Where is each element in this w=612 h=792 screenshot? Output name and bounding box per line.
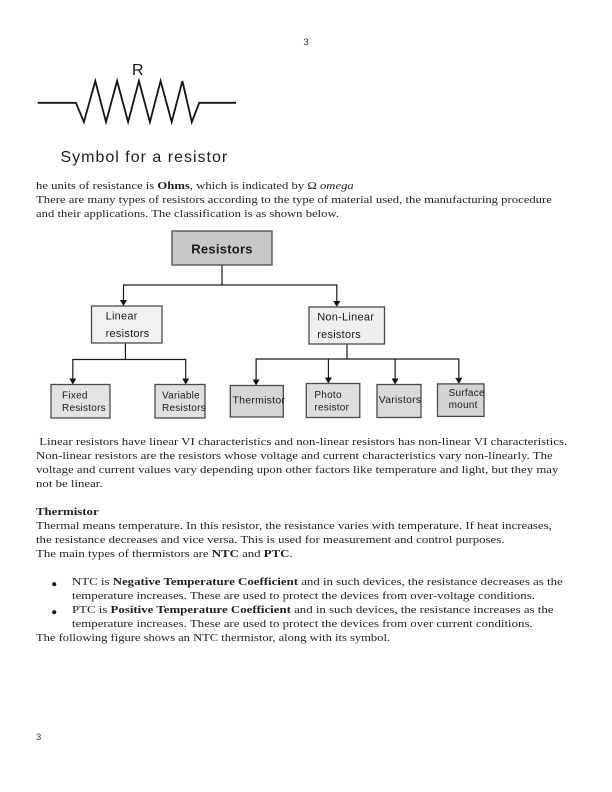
svg-text:resistor: resistor	[314, 403, 349, 414]
svg-text:Linear: Linear	[106, 311, 138, 323]
svg-text:Surface: Surface	[449, 388, 485, 399]
svg-text:Symbol for a resistor: Symbol for a resistor	[61, 149, 229, 166]
svg-text:Non-Linear: Non-Linear	[317, 312, 374, 324]
svg-text:Varistors: Varistors	[379, 395, 421, 406]
svg-text:Resistors: Resistors	[191, 242, 253, 257]
svg-text:Resistors: Resistors	[62, 403, 106, 414]
svg-text:Fixed: Fixed	[62, 391, 88, 402]
svg-text:resistors: resistors	[317, 329, 361, 341]
svg-text:Variable: Variable	[162, 391, 200, 402]
svg-text:resistors: resistors	[106, 328, 150, 340]
svg-text:Thermistor: Thermistor	[233, 395, 286, 407]
svg-text:Resistors: Resistors	[162, 403, 206, 414]
svg-text:Photo: Photo	[314, 390, 342, 401]
svg-text:mount: mount	[449, 400, 478, 411]
svg-text:R: R	[132, 62, 144, 79]
